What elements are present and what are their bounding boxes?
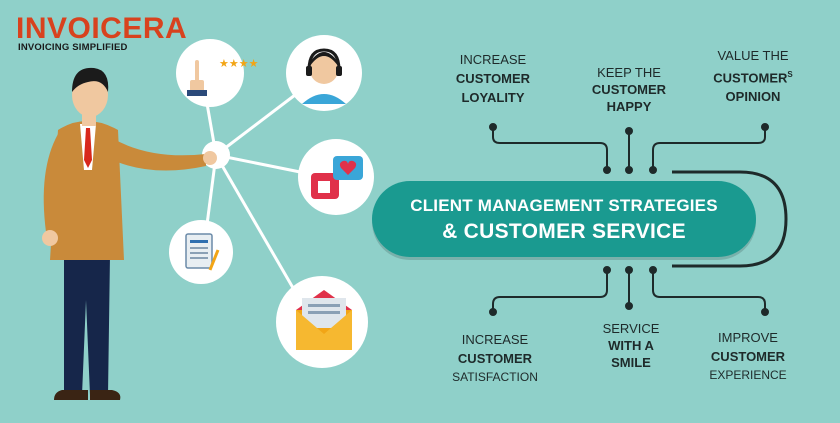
center-title-line1: CLIENT MANAGEMENT STRATEGIES xyxy=(410,196,718,215)
brand-logo: INVOICERA xyxy=(16,12,188,45)
label-increase-satisfaction: INCREASE CUSTOMER SATISFACTION xyxy=(452,332,538,384)
center-title-line2: & CUSTOMER SERVICE xyxy=(442,220,686,243)
center-title-pill: CLIENT MANAGEMENT STRATEGIES & CUSTOMER … xyxy=(372,181,756,257)
label-improve-experience: IMPROVE CUSTOMER EXPERIENCE xyxy=(709,330,787,382)
label-value-customer-opinion: VALUE THE CUSTOMERS OPINION xyxy=(713,48,793,105)
businessman-figure xyxy=(42,67,217,400)
email-icon xyxy=(276,276,368,368)
rating-hand-icon xyxy=(176,39,244,107)
like-heart-icon xyxy=(298,139,374,215)
support-agent-icon xyxy=(286,35,362,111)
document-icon xyxy=(169,220,233,284)
label-increase-loyalty: INCREASE CUSTOMER LOYALITY xyxy=(455,52,531,105)
label-keep-customer-happy: KEEP THE CUSTOMER HAPPY xyxy=(591,65,667,114)
rating-stars: ★★★★ xyxy=(219,57,259,70)
label-connectors xyxy=(489,123,788,316)
brand-tagline: INVOICING SIMPLIFIED xyxy=(18,42,128,53)
label-service-with-smile: SERVICE WITH A SMILE xyxy=(602,321,660,370)
